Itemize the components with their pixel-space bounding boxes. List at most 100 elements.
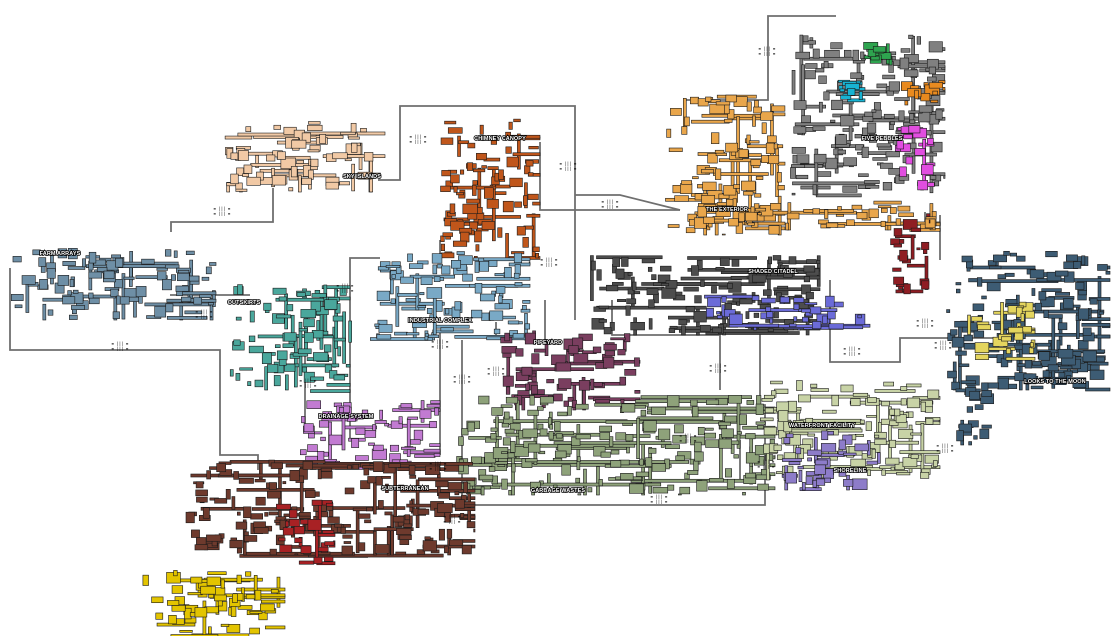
room xyxy=(385,265,401,268)
room xyxy=(840,384,854,393)
region-waterfront-facility[interactable] xyxy=(760,380,941,481)
region-farm-arrays[interactable] xyxy=(10,248,217,321)
region-garbage-wastes[interactable] xyxy=(455,395,776,496)
corridor xyxy=(577,493,582,496)
room xyxy=(479,293,496,302)
region-gate-16: ≡ ||| ≡ xyxy=(917,318,934,323)
room xyxy=(568,345,579,355)
region-gate-3-b: ≡ ||| ≡ xyxy=(560,166,577,171)
room xyxy=(512,333,525,339)
room xyxy=(288,187,294,192)
room xyxy=(592,346,602,354)
connector-pipe-5 xyxy=(539,142,680,211)
room xyxy=(846,219,855,226)
room xyxy=(821,430,829,441)
room xyxy=(304,332,314,343)
region-subterranean[interactable] xyxy=(185,459,476,558)
region-chimney-canopy[interactable] xyxy=(440,118,541,260)
region-industrial-complex[interactable] xyxy=(370,251,531,341)
region-pebbles-magenta[interactable] xyxy=(894,125,936,191)
room xyxy=(454,491,460,496)
room xyxy=(389,444,399,452)
room xyxy=(908,125,921,134)
region-five-pebbles[interactable] xyxy=(790,34,946,198)
room xyxy=(777,185,785,191)
region-gate-5-b: ≡ ||| ≡ xyxy=(759,51,776,56)
room xyxy=(384,511,393,516)
corridor xyxy=(920,423,925,473)
room xyxy=(666,395,680,407)
room xyxy=(874,434,880,439)
region-depths[interactable] xyxy=(142,570,286,636)
room xyxy=(763,394,775,399)
region-gate-22: ≡ ||| ≡ xyxy=(430,461,447,466)
room xyxy=(243,506,252,519)
room xyxy=(757,212,762,216)
room xyxy=(220,623,230,627)
room xyxy=(768,256,773,265)
room xyxy=(665,444,680,449)
room xyxy=(635,471,649,477)
room xyxy=(39,279,48,290)
region-pebbles-cyan[interactable] xyxy=(837,79,866,103)
region-shoreline[interactable] xyxy=(781,430,881,491)
room xyxy=(791,146,806,154)
room xyxy=(881,207,888,213)
room xyxy=(823,91,830,101)
room xyxy=(1082,350,1097,362)
region-label-shoreline: SHORELINE xyxy=(834,468,867,474)
region-shaded-lower[interactable] xyxy=(704,294,871,331)
room xyxy=(783,271,793,278)
room xyxy=(1032,361,1042,366)
region-drainage-system[interactable] xyxy=(300,400,441,470)
room xyxy=(189,275,200,282)
room xyxy=(445,308,450,315)
room xyxy=(745,433,756,440)
room xyxy=(900,48,911,53)
room xyxy=(491,407,504,416)
room xyxy=(612,257,621,267)
corridor xyxy=(231,496,236,510)
room xyxy=(871,448,876,459)
corridor xyxy=(748,308,838,312)
region-sky-islands[interactable] xyxy=(224,121,386,193)
region-outskirts[interactable] xyxy=(229,284,352,393)
room xyxy=(324,556,334,562)
room xyxy=(513,272,520,279)
region-exterior-red[interactable] xyxy=(890,213,931,295)
room xyxy=(917,180,929,191)
room xyxy=(259,603,275,612)
room xyxy=(879,162,893,169)
room xyxy=(712,327,723,333)
room xyxy=(230,173,239,185)
room xyxy=(1005,299,1018,305)
room xyxy=(553,393,563,402)
room xyxy=(859,419,865,425)
room xyxy=(1025,310,1035,319)
room xyxy=(280,157,296,170)
region-looks-to-the-moon[interactable] xyxy=(955,380,994,446)
room xyxy=(755,403,764,415)
region-pebbles-green[interactable] xyxy=(863,42,893,66)
corridor xyxy=(351,163,355,192)
region-pebbles-orange[interactable] xyxy=(901,80,946,106)
region-moon-upper[interactable] xyxy=(967,301,1036,361)
room xyxy=(694,295,702,304)
region-farm-submerged[interactable] xyxy=(276,499,336,566)
room xyxy=(615,432,627,441)
room xyxy=(685,227,696,234)
corridor xyxy=(652,282,765,286)
room xyxy=(502,352,512,358)
region-the-exterior[interactable] xyxy=(688,200,941,232)
room xyxy=(272,287,287,295)
corridor xyxy=(801,64,805,136)
room xyxy=(171,605,186,612)
room xyxy=(694,441,702,453)
connector-pipe-10 xyxy=(349,257,380,440)
room xyxy=(440,327,454,332)
room xyxy=(440,137,454,145)
region-looks-to-the-moon[interactable] xyxy=(946,250,1111,392)
region-pipeyard[interactable] xyxy=(500,330,641,411)
corridor xyxy=(320,467,333,472)
room xyxy=(835,134,848,145)
